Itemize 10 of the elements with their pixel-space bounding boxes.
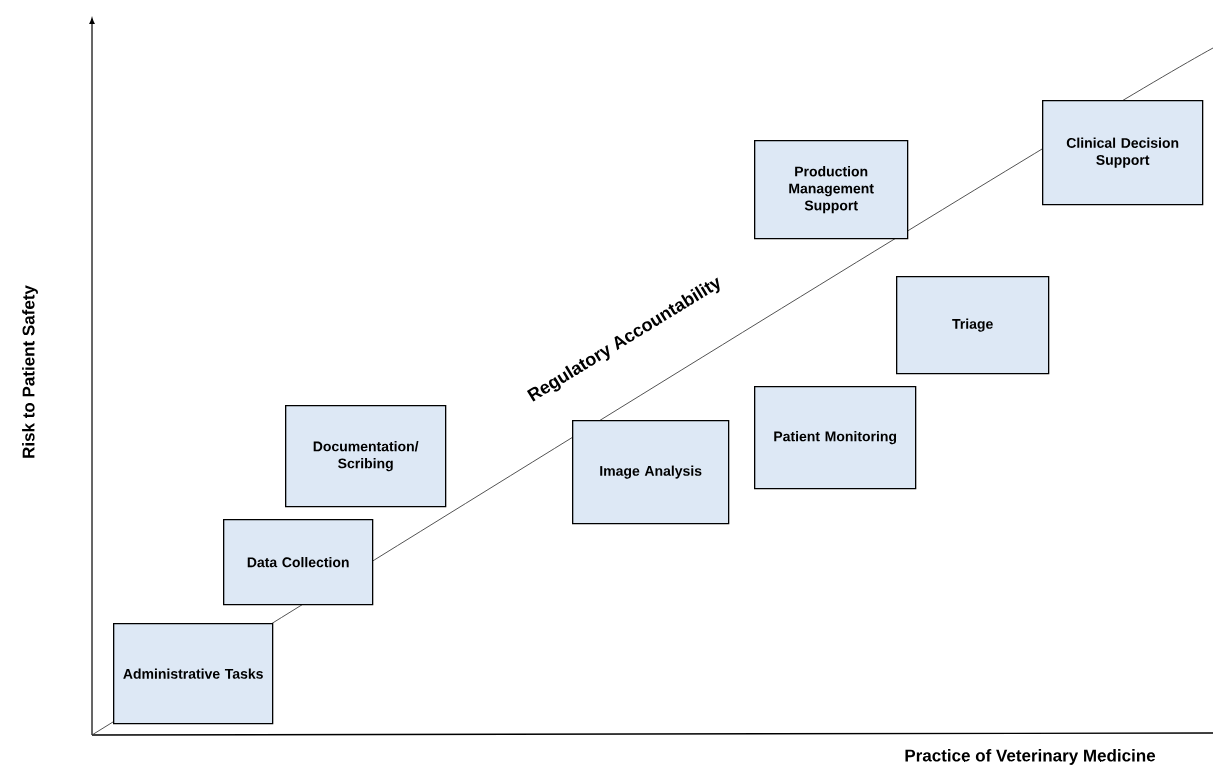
axis-title: Risk to Patient Safety bbox=[22, 285, 38, 458]
axis-title: Practice of Veterinary Medicine bbox=[905, 749, 1156, 765]
task-box: Administrative Tasks bbox=[113, 623, 274, 725]
task-box: Triage bbox=[896, 276, 1050, 375]
task-box: Image Analysis bbox=[572, 420, 730, 525]
task-box: Patient Monitoring bbox=[754, 386, 917, 490]
task-box: Documentation/ Scribing bbox=[285, 405, 447, 508]
task-box: Production Management Support bbox=[754, 140, 909, 240]
task-box: Data Collection bbox=[223, 519, 374, 606]
task-box: Clinical Decision Support bbox=[1042, 100, 1204, 206]
